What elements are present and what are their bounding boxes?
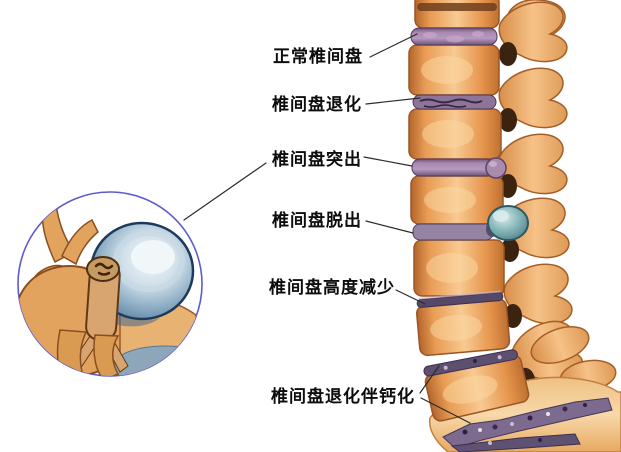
disc-thinned [416, 290, 504, 308]
label-disc-prolapse: 椎间盘脱出 [272, 211, 362, 231]
posterior-processes-column [498, 0, 617, 395]
inset-bone-prongs [56, 329, 120, 376]
leader-line-inset-to-protrusion [183, 162, 267, 221]
leader-lines [183, 33, 471, 424]
leader-line-degeneration [365, 97, 421, 105]
disc-cross-section-inset [17, 191, 203, 377]
disc-calcified-bottom [450, 433, 581, 452]
disc-protrusion [411, 157, 507, 179]
disc-normal [410, 27, 498, 46]
protrusion-bump [485, 157, 507, 179]
label-disc-protrusion: 椎间盘突出 [272, 150, 362, 170]
leader-line-protrusion [363, 156, 413, 167]
spine-lateral-view [408, 0, 621, 452]
disc-calcified-band [442, 397, 613, 449]
prolapse-fragment [487, 205, 529, 241]
leader-line-calcified-upper [419, 365, 440, 394]
label-disc-degeneration: 椎间盘退化 [272, 95, 362, 115]
disc-degenerated [412, 94, 497, 110]
intervertebral-discs [410, 27, 613, 452]
leader-line-calcified-lower [420, 397, 471, 424]
leader-line-height-loss [395, 289, 426, 305]
leader-line-prolapse [365, 220, 414, 234]
disc-degenerated-lower [423, 349, 518, 377]
leader-line-normal [369, 33, 418, 58]
label-disc-height-loss: 椎间盘高度减少 [269, 278, 395, 298]
disc-prolapse [412, 205, 529, 241]
label-normal-disc: 正常椎间盘 [273, 47, 363, 67]
label-disc-degeneration-calcified: 椎间盘退化伴钙化 [271, 387, 415, 407]
